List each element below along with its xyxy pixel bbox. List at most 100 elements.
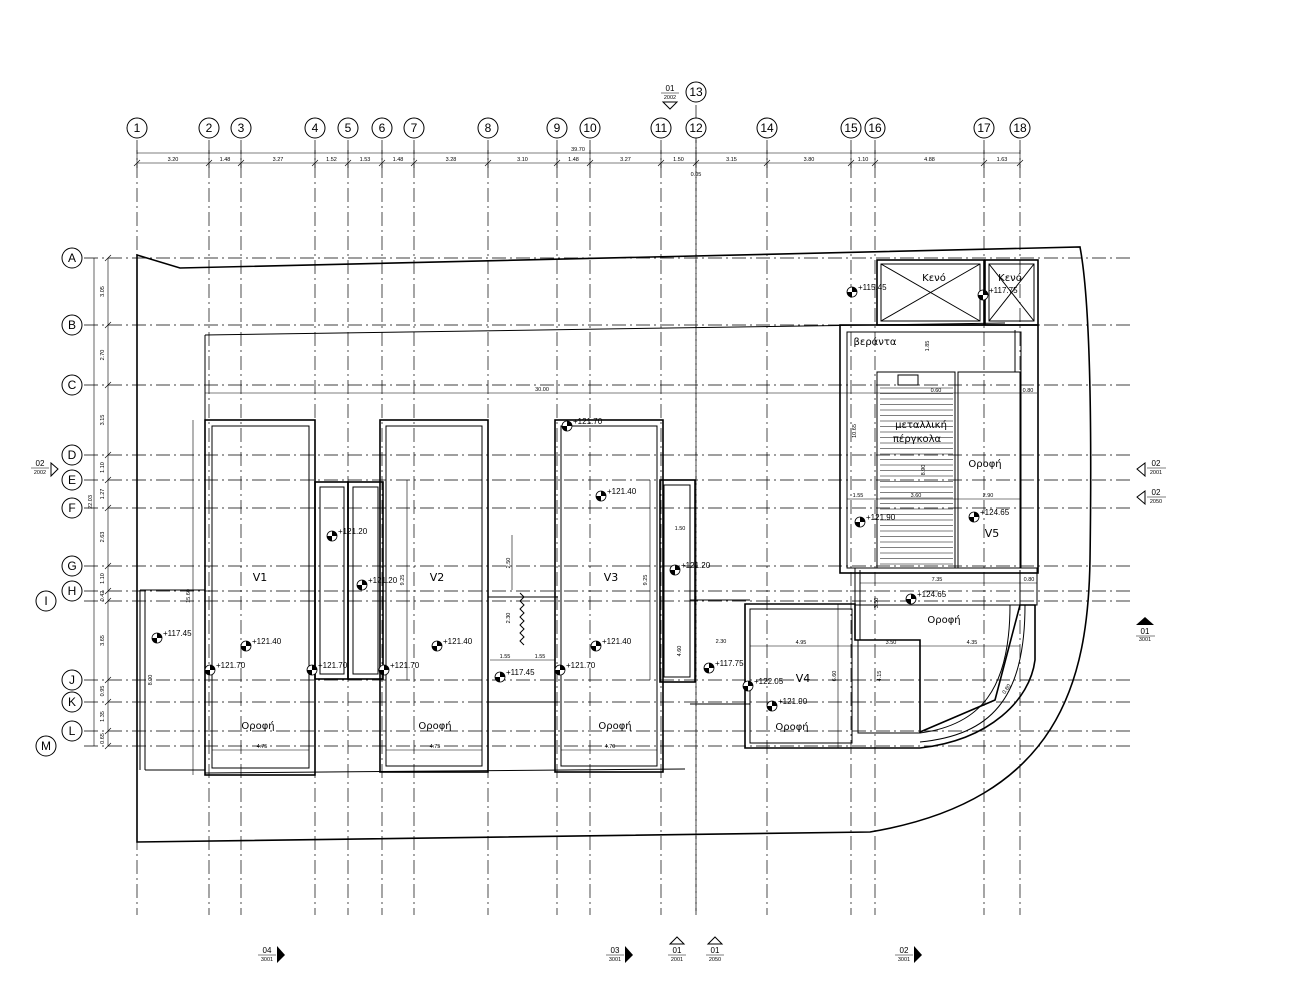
dim-curve: 0.80 [1002, 683, 1013, 695]
grid-bubble-label: H [68, 584, 77, 598]
grid-bubble-label: 8 [485, 121, 492, 135]
unit-v3 [554, 419, 664, 773]
label-v4: V4 [796, 672, 811, 685]
level-marker-v1-mid: +121.40 [240, 637, 282, 652]
label-v4-roof: Οροφή [775, 721, 808, 733]
dim-link-width: 1.50 [675, 526, 686, 532]
level-marker-link2: +121.20 [356, 576, 398, 591]
svg-text:2050: 2050 [1150, 499, 1162, 505]
level-symbol-quadrant [384, 665, 389, 670]
level-value: +121.40 [443, 637, 473, 646]
unit-v2 [379, 419, 489, 773]
level-marker-v3-bottom: +121.70 [554, 661, 596, 676]
grid-bubble-col-13: 13 [685, 81, 707, 103]
grid-bubble-label: 10 [583, 121, 597, 135]
label-v1-roof: Οροφή [241, 720, 274, 732]
column-dim-6: 1.48 [393, 157, 404, 163]
section-marks: 01 2002 02 2002 02 2001 02 2050 01 3 [31, 84, 1166, 963]
level-symbol-quadrant [983, 290, 988, 295]
grid-bubble-label: K [68, 695, 76, 709]
dim-v5-gap: 0.60 [931, 388, 942, 394]
column-dim-14: 1.10 [858, 157, 869, 163]
interior-dimensions: 30.00 4.75 4.75 4.70 15.60 9.25 9.25 1.5… [148, 341, 1037, 775]
level-value: +117.75 [989, 286, 1018, 295]
label-v5-roof: Οροφή [968, 458, 1001, 470]
grid-bubble-row-A: A [61, 247, 83, 269]
grid-bubble-col-12: 12 [685, 117, 707, 139]
svg-text:3001: 3001 [261, 957, 273, 963]
dim-tick [104, 587, 112, 595]
grid-bubble-label: 7 [411, 121, 418, 135]
svg-text:3001: 3001 [898, 957, 910, 963]
level-value: +124.65 [917, 590, 947, 599]
level-symbol-quadrant [670, 570, 675, 575]
level-value: +121.70 [573, 417, 603, 426]
level-symbol-quadrant [562, 426, 567, 431]
section-mark-bottom-1: 04 3001 [258, 946, 285, 963]
level-value: +124.65 [980, 508, 1010, 517]
level-symbol-quadrant [495, 677, 500, 682]
dim-v5-edge: 0.80 [1023, 388, 1034, 394]
grid-bubble-label: G [67, 559, 76, 573]
level-marker-v3-low: +121.40 [590, 637, 632, 652]
level-value: +115.45 [858, 283, 887, 292]
grid-bubble-col-18: 18 [1009, 117, 1031, 139]
dim-v5-a: 1.55 [853, 493, 864, 499]
grid-bubble-col-2: 2 [198, 117, 220, 139]
dim-v4-height: 6.60 [832, 671, 838, 682]
level-marker-link1-bottom: +121.70 [306, 661, 348, 676]
level-marker-v4-side: +117.75 [703, 659, 744, 674]
dim-v1-height: 15.60 [186, 589, 192, 603]
svg-text:02: 02 [36, 459, 45, 468]
level-symbol-quadrant [911, 594, 916, 599]
grid-bubble-col-8: 8 [477, 117, 499, 139]
level-value: +117.45 [506, 668, 535, 677]
section-mark-bottom-2: 03 3001 [606, 946, 633, 963]
level-marker-void2: +117.75 [977, 286, 1018, 301]
level-symbol-quadrant [152, 638, 157, 643]
dim-terrace-edge: 0.80 [1024, 577, 1035, 583]
room-labels: V1 Οροφή V2 Οροφή V3 Οροφή V4 Οροφή V5 Ο… [241, 272, 1021, 733]
grid-bubble-col-5: 5 [337, 117, 359, 139]
level-symbol-quadrant [332, 531, 337, 536]
row-dim-8: 0.42 [100, 591, 106, 602]
grid-bubble-row-F: F [61, 497, 83, 519]
level-symbol-quadrant [675, 565, 680, 570]
level-value: +121.20 [368, 576, 398, 585]
level-value: +121.90 [778, 697, 808, 706]
level-value: +121.70 [318, 661, 348, 670]
dim-v4-right: 4.35 [967, 640, 978, 646]
level-value: +117.45 [163, 629, 192, 638]
column-dim-10: 3.27 [620, 157, 631, 163]
level-symbol-quadrant [855, 522, 860, 527]
dim-v5-inner: 8.90 [921, 465, 927, 476]
grid-bubble-row-H: H [61, 580, 83, 602]
svg-text:01: 01 [711, 946, 720, 955]
svg-text:02: 02 [900, 946, 909, 955]
section-mark-top: 01 2002 [661, 84, 679, 110]
level-marker-v4-low: +121.90 [766, 697, 808, 712]
dim-left-strip: 8.00 [148, 675, 154, 686]
grid-bubble-label: 18 [1013, 121, 1027, 135]
level-symbol-quadrant [312, 665, 317, 670]
level-marker-v1-bottom: +121.70 [204, 661, 246, 676]
grid-bubble-row-L: L [61, 720, 83, 742]
grid-bubble-label: J [69, 673, 75, 687]
grid-bubble-col-10: 10 [579, 117, 601, 139]
grid-bubble-label: L [69, 724, 76, 738]
level-marker-link1: +121.20 [326, 527, 368, 542]
grid-bubble-label: 17 [977, 121, 991, 135]
row-dim-9: 3.65 [100, 635, 106, 646]
grid-bubble-label: F [68, 501, 75, 515]
level-symbol-quadrant [704, 668, 709, 673]
row-dimension-chain: 22.033.052.703.151.101.272.631.100.423.6… [88, 254, 112, 750]
row-dim-6: 2.63 [100, 532, 106, 543]
svg-text:04: 04 [263, 946, 272, 955]
dim-v5-c: 2.90 [983, 493, 994, 499]
svg-text:2050: 2050 [709, 957, 721, 963]
row-dim-7: 1.10 [100, 573, 106, 584]
column-dim-1: 3.20 [168, 157, 179, 163]
svg-text:01: 01 [1141, 627, 1150, 636]
dim-v5-top: 1.85 [925, 341, 931, 352]
level-value: +121.90 [866, 513, 896, 522]
